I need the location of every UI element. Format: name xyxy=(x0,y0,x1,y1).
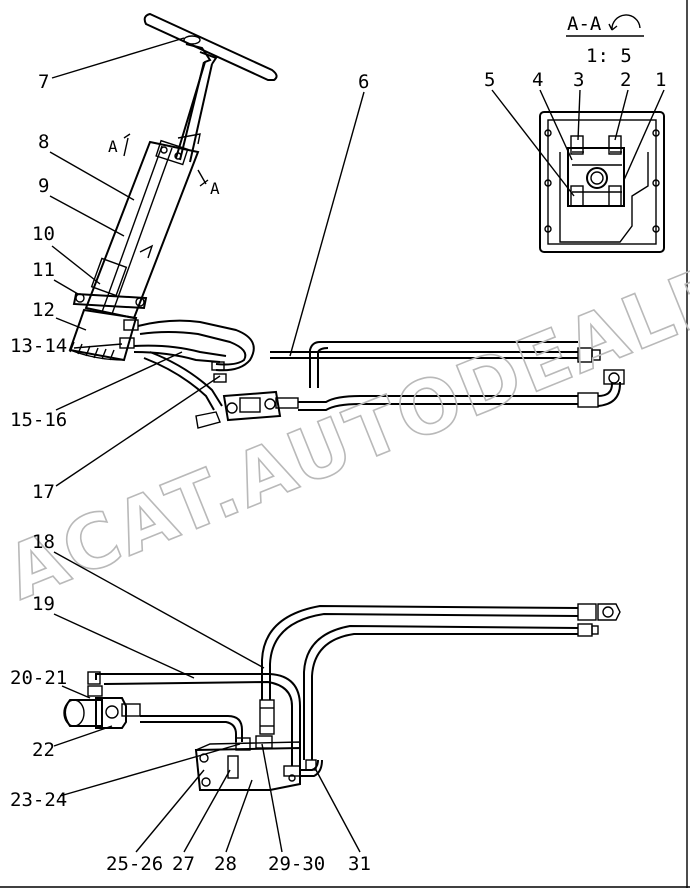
callout-22: 22 xyxy=(32,739,55,761)
section-title: A-A xyxy=(567,13,602,35)
callout-15-16: 15-16 xyxy=(10,409,67,431)
steering-column: A A xyxy=(68,12,278,362)
callout-8: 8 xyxy=(38,131,49,153)
upper-hoses xyxy=(119,319,625,429)
callout-9: 9 xyxy=(38,175,49,197)
callout-20-21: 20-21 xyxy=(10,667,67,689)
callout-25-26: 25-26 xyxy=(106,853,163,875)
steering-wheel xyxy=(143,12,278,81)
callout-2: 2 xyxy=(620,69,631,91)
callout-13-14: 13-14 xyxy=(10,335,67,357)
callouts: 7 8 9 10 11 12 13-14 15-16 17 6 18 19 20… xyxy=(10,37,371,875)
callout-3: 3 xyxy=(573,69,584,91)
rotation-arrow xyxy=(611,14,641,31)
callout-10: 10 xyxy=(32,223,55,245)
callout-29-30: 29-30 xyxy=(268,853,325,875)
callout-17: 17 xyxy=(32,481,55,503)
callout-31: 31 xyxy=(348,853,371,875)
callout-7: 7 xyxy=(38,71,49,93)
cut-marker-right: A xyxy=(210,179,220,198)
mounting-plate xyxy=(539,111,665,253)
callout-11: 11 xyxy=(32,259,55,281)
lower-assembly xyxy=(63,603,621,791)
callout-4: 4 xyxy=(532,69,543,91)
tee-block xyxy=(222,390,282,422)
steering-unit xyxy=(68,308,138,362)
callout-12: 12 xyxy=(32,299,55,321)
callout-6: 6 xyxy=(358,71,369,93)
clamp-plate xyxy=(72,292,148,310)
callout-28: 28 xyxy=(214,853,237,875)
section-a-a: A-A 1: 5 1 2 3 4 5 xyxy=(484,13,666,253)
callout-27: 27 xyxy=(172,853,195,875)
callout-18: 18 xyxy=(32,531,55,553)
callout-23-24: 23-24 xyxy=(10,789,67,811)
callout-1: 1 xyxy=(655,69,666,91)
cut-marker-left: A xyxy=(108,137,118,156)
bracket xyxy=(567,147,625,207)
section-scale: 1: 5 xyxy=(586,45,632,67)
callout-5: 5 xyxy=(484,69,495,91)
callout-19: 19 xyxy=(32,593,55,615)
